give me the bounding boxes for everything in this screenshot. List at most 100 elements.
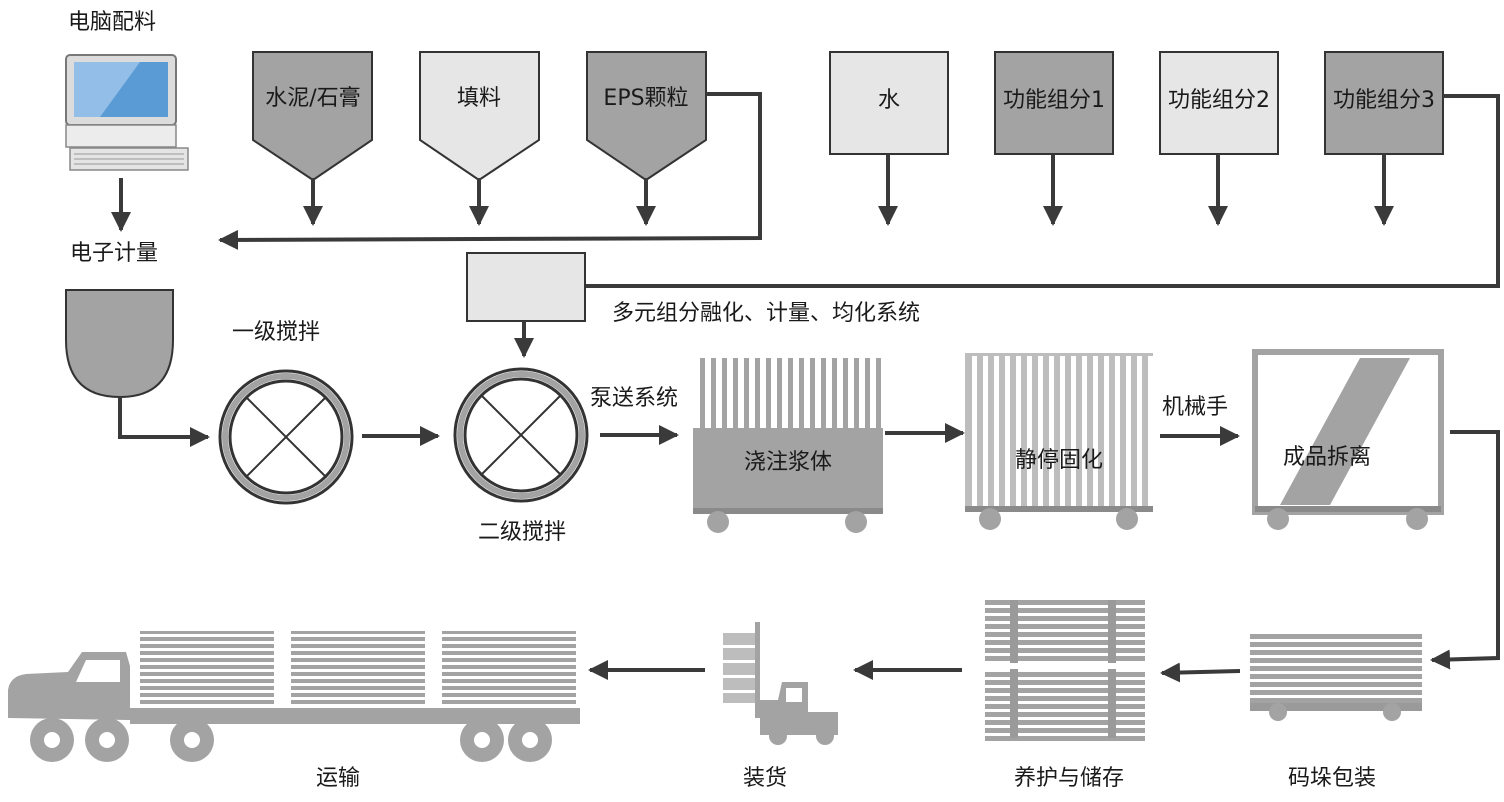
cargo-slat bbox=[442, 686, 576, 690]
mold-slat bbox=[799, 358, 804, 508]
cargo-slat bbox=[442, 665, 576, 669]
computer-icon bbox=[65, 54, 189, 171]
mold-slat bbox=[1071, 356, 1076, 506]
cargo-slat bbox=[291, 637, 425, 641]
mold-slat bbox=[1038, 356, 1043, 506]
tank-component-3-label: 功能组分3 bbox=[1333, 88, 1435, 113]
cargo-slat bbox=[140, 679, 274, 683]
board-slat bbox=[1250, 666, 1422, 671]
board-slat bbox=[1250, 634, 1422, 639]
cargo-slat bbox=[291, 686, 425, 690]
stacked-pallet bbox=[1250, 634, 1422, 721]
cargo-slat bbox=[140, 665, 274, 669]
transport-label: 运输 bbox=[315, 766, 361, 791]
truck-icon bbox=[8, 629, 580, 762]
mold-slat bbox=[766, 358, 771, 508]
mold-slat bbox=[777, 358, 782, 508]
mold-slat bbox=[1137, 356, 1142, 506]
tank-component-2-label: 功能组分2 bbox=[1168, 88, 1270, 113]
weighing-bin bbox=[65, 289, 174, 399]
curing-storage-label: 养护与储存 bbox=[1013, 766, 1125, 791]
board-slat bbox=[985, 632, 1145, 637]
weighing-label: 电子计量 bbox=[70, 241, 159, 266]
cargo-slat bbox=[291, 693, 425, 697]
cargo-slat bbox=[291, 630, 425, 634]
board-slat bbox=[985, 608, 1145, 613]
fusion-system-label: 多元组分融化、计量、均化系统 bbox=[612, 301, 921, 326]
hopper-filler bbox=[419, 51, 540, 182]
mold-slat bbox=[711, 358, 716, 508]
cargo-slat bbox=[442, 672, 576, 676]
mold-slat bbox=[1005, 356, 1010, 506]
hopper-eps bbox=[586, 51, 707, 182]
mold-slat bbox=[722, 358, 727, 508]
board-slat bbox=[985, 648, 1145, 653]
mixer-primary bbox=[218, 369, 354, 505]
board-slat bbox=[1250, 658, 1422, 663]
mold-cart-curing bbox=[965, 353, 1153, 530]
mold-slat bbox=[788, 358, 793, 508]
second-mixing-label: 二级搅拌 bbox=[478, 520, 567, 545]
board-slat bbox=[1250, 690, 1422, 695]
first-mixing-label: 一级搅拌 bbox=[232, 320, 321, 345]
mold-cart-pouring bbox=[693, 355, 883, 533]
loading-label: 装货 bbox=[742, 766, 788, 791]
board-slat bbox=[1250, 698, 1422, 703]
static-curing-label: 静停固化 bbox=[1014, 448, 1104, 473]
cargo-slat bbox=[442, 630, 576, 634]
cargo-slat bbox=[140, 672, 274, 676]
cargo-slat bbox=[140, 644, 274, 648]
board-slat bbox=[985, 624, 1145, 629]
mold-slat bbox=[972, 356, 977, 506]
mold-slat bbox=[1093, 356, 1098, 506]
tank-component-1-label: 功能组分1 bbox=[1003, 88, 1105, 113]
mold-slat bbox=[994, 356, 999, 506]
cargo-slat bbox=[291, 672, 425, 676]
mold-slat bbox=[876, 358, 881, 508]
board-slat bbox=[985, 728, 1145, 733]
fusion-system-box bbox=[466, 252, 586, 322]
hopper-cement bbox=[252, 51, 373, 182]
robot-arm-label: 机械手 bbox=[1162, 395, 1229, 420]
tank-component-1 bbox=[994, 51, 1114, 155]
mold-slat bbox=[1049, 356, 1054, 506]
cargo-slat bbox=[442, 679, 576, 683]
cargo-slat bbox=[442, 658, 576, 662]
cargo-slat bbox=[291, 700, 425, 704]
mold-slat bbox=[1148, 356, 1153, 506]
board-slat bbox=[985, 680, 1145, 685]
curing-storage-rack bbox=[985, 600, 1145, 741]
mold-slat bbox=[983, 356, 988, 506]
mold-slat bbox=[700, 358, 705, 508]
cargo-slat bbox=[291, 679, 425, 683]
cargo-slat bbox=[291, 651, 425, 655]
tank-component-3 bbox=[1324, 51, 1444, 155]
cargo-slat bbox=[442, 693, 576, 697]
cargo-slat bbox=[291, 658, 425, 662]
mold-slat bbox=[843, 358, 848, 508]
board-slat bbox=[985, 720, 1145, 725]
board-slat bbox=[985, 712, 1145, 717]
cargo-slat bbox=[140, 686, 274, 690]
board-slat bbox=[1250, 650, 1422, 655]
board-slat bbox=[985, 656, 1145, 661]
board-slat bbox=[985, 688, 1145, 693]
mold-slat bbox=[865, 358, 870, 508]
cargo-slat bbox=[291, 665, 425, 669]
cargo-slat bbox=[442, 651, 576, 655]
mold-slat bbox=[1115, 356, 1120, 506]
mold-slat bbox=[1126, 356, 1131, 506]
hopper-filler-label: 填料 bbox=[456, 86, 502, 111]
mold-slat bbox=[832, 358, 837, 508]
cargo-slat bbox=[442, 637, 576, 641]
cargo-slat bbox=[140, 693, 274, 697]
hopper-eps-label: EPS颗粒 bbox=[603, 86, 689, 111]
cargo-slat bbox=[140, 637, 274, 641]
mold-slat bbox=[733, 358, 738, 508]
computer-batching-label: 电脑配料 bbox=[68, 10, 157, 35]
board-slat bbox=[985, 672, 1145, 677]
board-slat bbox=[985, 704, 1145, 709]
tank-water-label: 水 bbox=[877, 88, 901, 113]
board-slat bbox=[985, 736, 1145, 741]
